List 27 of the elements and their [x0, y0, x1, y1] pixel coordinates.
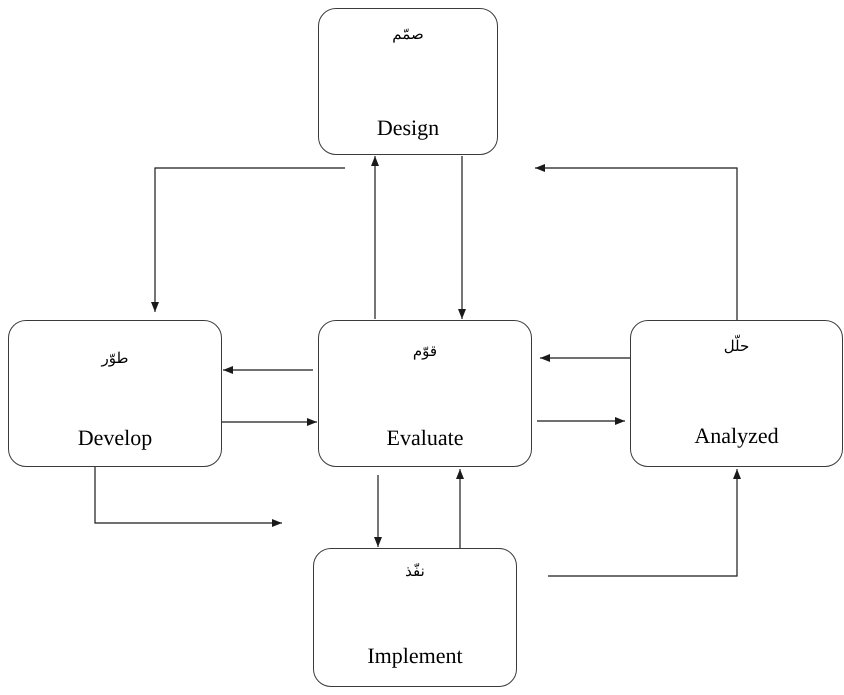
arrow — [456, 469, 464, 548]
node-label: Design — [376, 115, 440, 141]
node-label: Develop — [78, 425, 152, 451]
process-box — [8, 320, 222, 467]
arrow — [374, 475, 382, 547]
arrow — [222, 418, 317, 426]
process-box — [318, 320, 532, 467]
arrow — [151, 167, 345, 312]
arrow — [548, 469, 741, 577]
arrow — [223, 366, 313, 374]
node-label: Analyzed — [694, 423, 779, 449]
arrow — [94, 467, 282, 527]
arrow — [458, 156, 466, 319]
process-box — [313, 548, 517, 687]
arabic-label: قوّم — [412, 341, 438, 361]
arrow — [535, 164, 738, 320]
arrow — [540, 354, 630, 362]
node-label: Implement — [367, 643, 463, 669]
node-label: Evaluate — [386, 425, 464, 451]
arrow — [371, 156, 379, 319]
arabic-label: نفّذ — [405, 561, 425, 581]
arabic-label: طوّر — [102, 348, 128, 368]
arabic-label: صمّم — [392, 24, 424, 44]
arrow — [537, 417, 625, 425]
process-box — [318, 8, 498, 155]
process-box — [630, 320, 843, 467]
arabic-label: حلّل — [724, 336, 750, 356]
